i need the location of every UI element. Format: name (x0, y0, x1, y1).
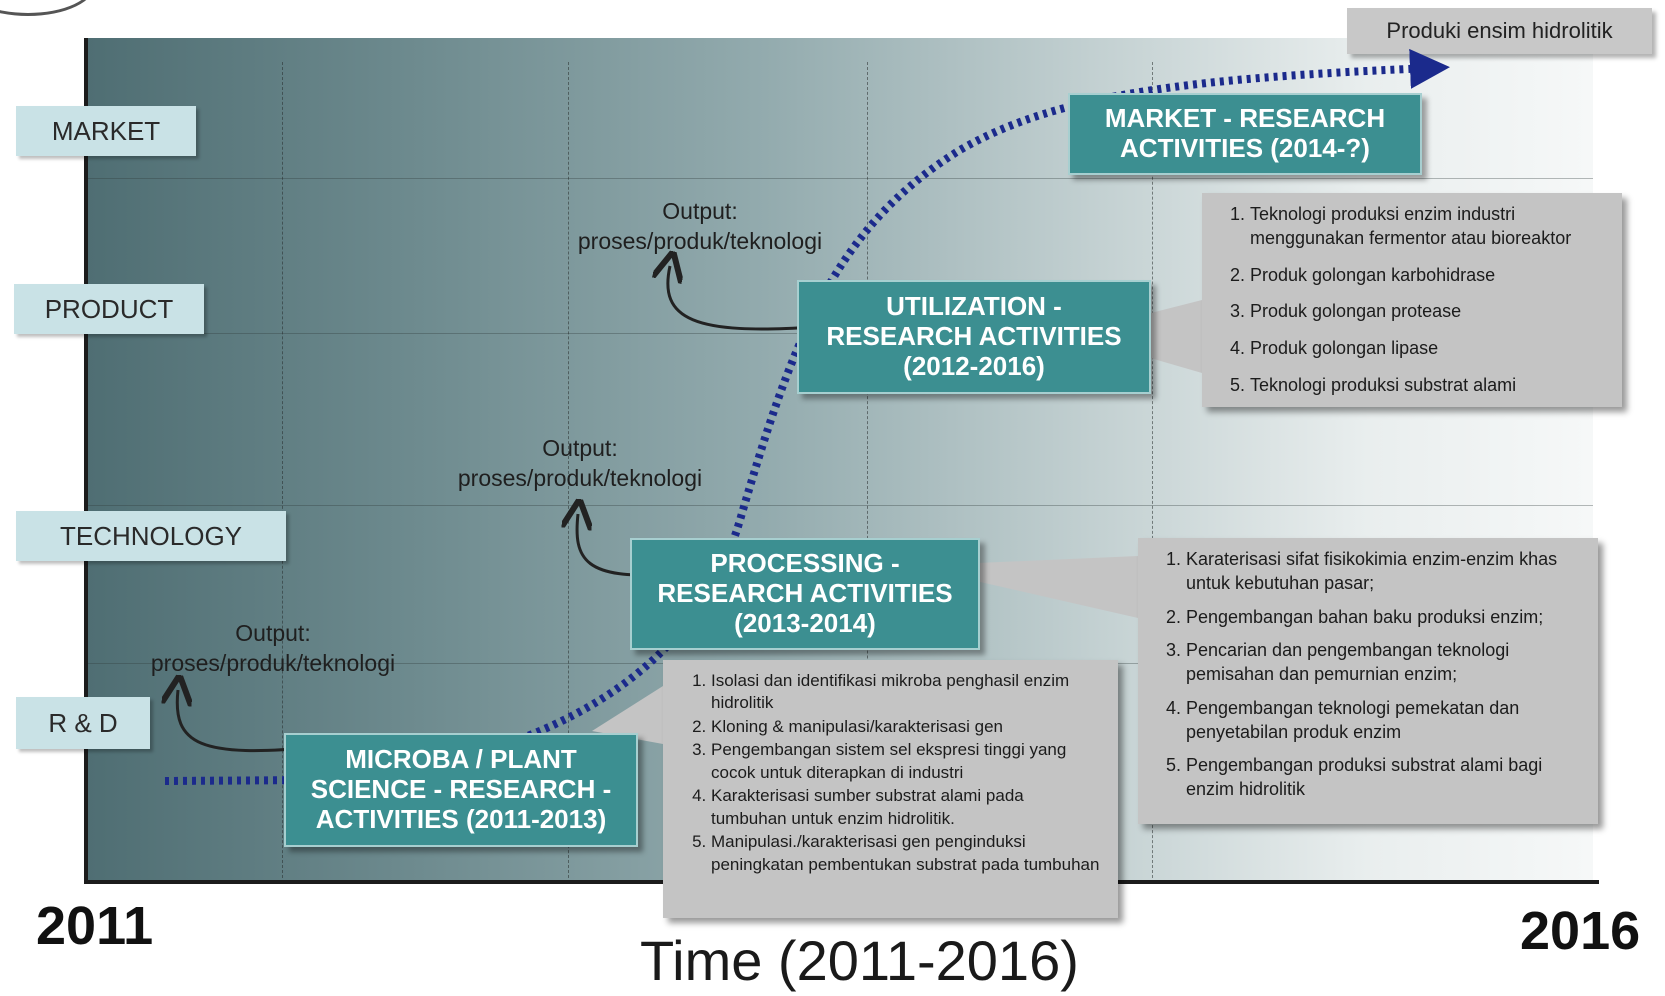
activity-title-line: SCIENCE - RESEARCH - (310, 774, 612, 805)
activity-title-line: RESEARCH ACTIVITIES (657, 578, 953, 609)
activity-utilization: UTILIZATION - RESEARCH ACTIVITIES (2012-… (797, 280, 1151, 394)
year-start: 2011 (36, 896, 154, 956)
callout-pointer (592, 686, 663, 744)
row-label-rnd: R & D (16, 697, 150, 749)
callout-item: Kloning & manipulasi/karakterisasi gen (711, 716, 1102, 738)
callout-item: Karakterisasi sumber substrat alami pada… (711, 785, 1102, 830)
activity-title-line: ACTIVITIES (2011-2013) (315, 803, 607, 834)
output-label-technology: Output: proses/produk/teknologi (440, 433, 720, 494)
callout-item: Teknologi produksi enzim industri menggu… (1250, 203, 1606, 251)
output-label-product: Output: proses/produk/teknologi (560, 196, 840, 257)
y-axis (84, 38, 88, 884)
activity-processing: PROCESSING - RESEARCH ACTIVITIES (2013-2… (630, 538, 980, 650)
year-end: 2016 (1520, 901, 1641, 961)
output-arrow (668, 266, 815, 331)
callout-item: Karaterisasi sifat fisikokimia enzim-enz… (1186, 548, 1582, 596)
output-value: proses/produk/teknologi (150, 650, 396, 677)
row-divider (88, 505, 1593, 506)
activity-title-line: RESEARCH ACTIVITIES (826, 321, 1122, 352)
column-divider (867, 62, 869, 883)
activity-title-line: MICROBA / PLANT (345, 744, 577, 775)
output-arrow (177, 690, 319, 753)
output-title: Output: (542, 435, 618, 461)
column-divider (568, 62, 570, 883)
callout-item: Teknologi produksi substrat alami (1250, 374, 1606, 398)
callout-rnd: Isolasi dan identifikasi mikroba penghas… (663, 660, 1118, 918)
callout-item: Produk golongan lipase (1250, 337, 1606, 361)
activity-rnd: MICROBA / PLANT SCIENCE - RESEARCH - ACT… (284, 733, 638, 847)
output-value: proses/produk/teknologi (457, 465, 703, 492)
column-divider (282, 62, 284, 883)
output-label-rnd: Output: proses/produk/teknologi (133, 618, 413, 679)
activity-title-line: UTILIZATION - (886, 291, 1062, 322)
callout-utilization: Teknologi produksi enzim industri menggu… (1202, 193, 1622, 407)
activity-title-line: MARKET - RESEARCH (1104, 103, 1386, 134)
callout-processing: Karaterisasi sifat fisikokimia enzim-enz… (1138, 538, 1598, 824)
callout-item: Produk golongan protease (1250, 300, 1606, 324)
callout-item: Isolasi dan identifikasi mikroba penghas… (711, 670, 1102, 715)
activity-market: MARKET - RESEARCH ACTIVITIES (2014-?) (1068, 93, 1422, 175)
activity-title-line: (2012-2016) (903, 350, 1045, 381)
callout-item: Manipulasi./karakterisasi gen penginduks… (711, 831, 1102, 876)
callout-item: Pengembangan produksi substrat alami bag… (1186, 754, 1582, 802)
time-axis-label: Time (2011-2016) (640, 929, 1079, 992)
activity-title-line: ACTIVITIES (2014-?) (1120, 133, 1370, 163)
output-value: proses/produk/teknologi (577, 228, 823, 255)
final-product-box: Produki ensim hidrolitik (1347, 8, 1652, 54)
callout-item: Pencarian dan pengembangan teknologi pem… (1186, 639, 1582, 687)
row-label-product: PRODUCT (14, 284, 204, 334)
row-divider (88, 178, 1593, 179)
output-title: Output: (235, 620, 311, 646)
activity-title-line: PROCESSING - (710, 548, 900, 579)
row-label-market: MARKET (16, 106, 196, 156)
output-title: Output: (662, 198, 738, 224)
row-label-technology: TECHNOLOGY (16, 511, 286, 561)
column-divider (1152, 62, 1154, 883)
callout-item: Pengembangan teknologi pemekatan dan pen… (1186, 697, 1582, 745)
adoption-curve (164, 48, 1450, 785)
callout-item: Pengembangan bahan baku produksi enzim; (1186, 606, 1582, 630)
activity-title-line: (2013-2014) (734, 607, 876, 638)
callout-item: Pengembangan sistem sel ekspresi tinggi … (711, 739, 1102, 784)
callout-item: Produk golongan karbohidrase (1250, 264, 1606, 288)
